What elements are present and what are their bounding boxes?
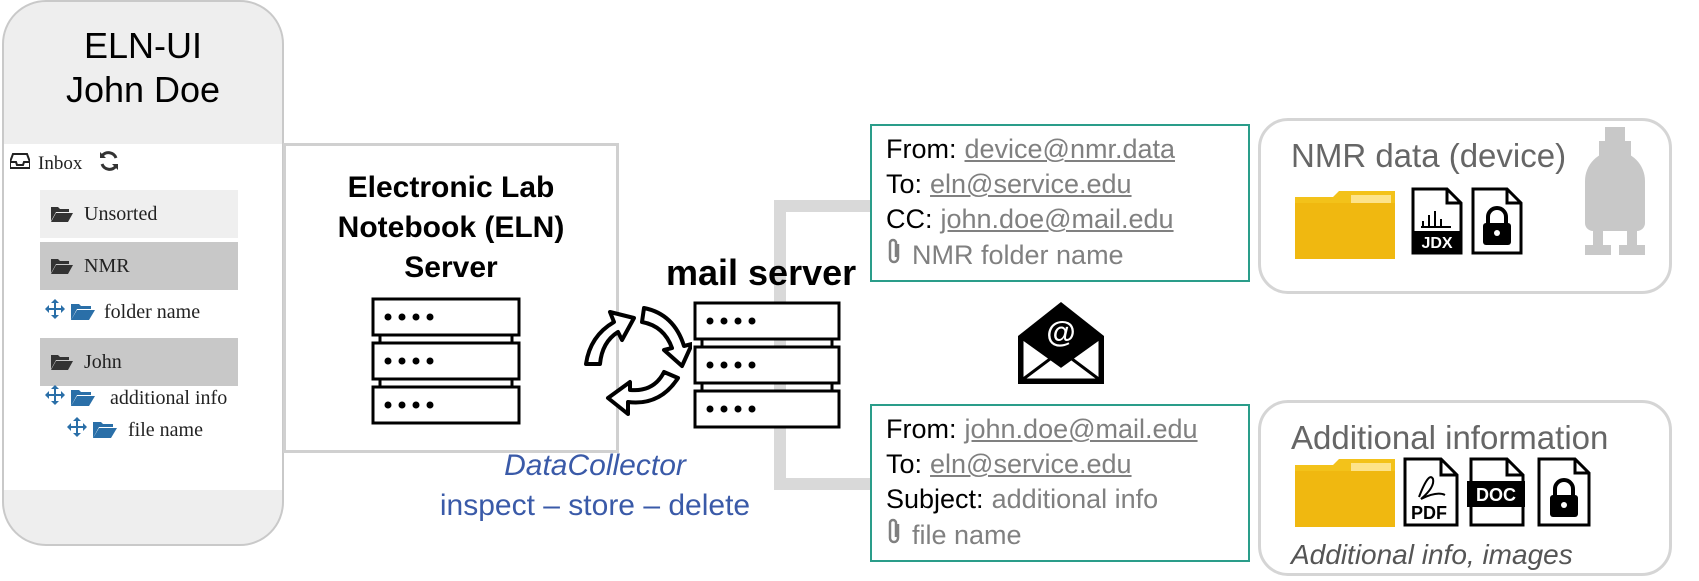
mail-server-label: mail server — [666, 252, 857, 293]
eln-server-rack-icon — [371, 297, 521, 425]
open-folder-icon — [70, 388, 96, 408]
sync-arrows-icon — [584, 306, 692, 416]
tree-item-file-name[interactable]: file name — [66, 416, 203, 444]
eln-ui-screen: Inbox Unsorted NMR folder name — [4, 144, 282, 490]
email-nmr-box: From: device@nmr.data To: eln@service.ed… — [870, 124, 1250, 282]
tree-item-folder-name[interactable]: folder name — [44, 298, 200, 326]
refresh-icon[interactable] — [98, 150, 120, 178]
envelope-at-icon: @ — [1018, 302, 1104, 384]
folder-label-unsorted: Unsorted — [84, 202, 158, 225]
eln-ui-title: ELN-UI John Doe — [4, 24, 282, 112]
folder-icon — [1295, 191, 1395, 259]
email-from-address[interactable]: john.doe@mail.edu — [964, 414, 1198, 444]
locked-file-icon — [1471, 187, 1523, 255]
pdf-badge-text: PDF — [1411, 503, 1447, 523]
inbox-tray-icon — [9, 153, 31, 175]
eln-ui-title-user: John Doe — [65, 69, 221, 110]
folder-label-john: John — [84, 350, 122, 373]
email-attachment-row: file name — [886, 517, 1234, 554]
tree-item-label: folder name — [104, 300, 201, 323]
data-collector-actions: inspect – store – delete — [439, 489, 751, 522]
jdx-file-icon: JDX — [1411, 187, 1463, 255]
open-folder-icon — [70, 302, 96, 322]
eln-ui-phone-panel: ELN-UI John Doe Inbox Unsorted NMR — [2, 0, 284, 546]
move-arrows-icon[interactable] — [44, 298, 66, 326]
locked-file-icon — [1537, 457, 1591, 527]
jdx-badge-text: JDX — [1421, 235, 1452, 252]
email-subject-label: Subject: — [886, 484, 984, 514]
data-collector-label: DataCollector inspect – store – delete — [400, 446, 790, 526]
email-from-row: From: john.doe@mail.edu — [886, 412, 1234, 447]
folder-button-nmr[interactable]: NMR — [40, 242, 238, 290]
email-attachment-name: file name — [912, 520, 1022, 550]
folder-button-unsorted[interactable]: Unsorted — [40, 190, 238, 238]
folder-button-john[interactable]: John — [40, 338, 238, 386]
email-cc-address[interactable]: john.doe@mail.edu — [940, 204, 1174, 234]
email-additional-box: From: john.doe@mail.edu To: eln@service.… — [870, 404, 1250, 562]
email-to-address[interactable]: eln@service.edu — [930, 169, 1132, 199]
inbox-label: Inbox — [38, 153, 83, 174]
open-folder-icon — [50, 353, 74, 371]
email-to-label: To: — [886, 449, 923, 479]
additional-information-title: Additional information — [1291, 419, 1609, 456]
tree-item-label: additional info — [110, 386, 228, 409]
email-from-address[interactable]: device@nmr.data — [964, 134, 1176, 164]
email-from-row: From: device@nmr.data — [886, 132, 1234, 167]
plug-icon — [1585, 127, 1645, 255]
nmr-data-panel-title: NMR data (device) — [1291, 137, 1567, 174]
email-cc-row: CC: john.doe@mail.edu — [886, 202, 1234, 237]
email-from-label: From: — [886, 414, 957, 444]
eln-ui-title-line1: ELN-UI — [83, 25, 203, 66]
email-attachment-name: NMR folder name — [912, 240, 1124, 270]
paperclip-icon — [886, 517, 904, 554]
inbox-row[interactable]: Inbox — [9, 150, 120, 178]
open-folder-icon — [50, 205, 74, 223]
tree-item-additional-info[interactable]: additional info — [44, 384, 227, 412]
move-arrows-icon[interactable] — [44, 384, 66, 412]
folder-label-nmr: NMR — [84, 254, 130, 277]
open-folder-icon — [50, 257, 74, 275]
doc-file-icon: DOC — [1467, 457, 1525, 527]
data-collector-name: DataCollector — [504, 449, 686, 482]
email-subject-value: additional info — [991, 484, 1159, 514]
nmr-data-panel: NMR data (device) JDX — [1258, 118, 1672, 294]
eln-server-title-line2: Notebook (ELN) — [337, 211, 565, 244]
email-connector-lines — [774, 200, 870, 490]
tree-item-label: file name — [128, 418, 203, 441]
eln-server-title-line3: Server — [404, 251, 498, 284]
email-to-row: To: eln@service.edu — [886, 447, 1234, 482]
additional-information-panel: Additional information PDF DOC Additiona… — [1258, 400, 1672, 576]
email-to-row: To: eln@service.edu — [886, 167, 1234, 202]
email-from-label: From: — [886, 134, 957, 164]
email-to-label: To: — [886, 169, 923, 199]
additional-information-caption: Additional info, images — [1291, 539, 1573, 570]
email-cc-label: CC: — [886, 204, 933, 234]
eln-server-title: Electronic Lab Notebook (ELN) Server — [286, 168, 616, 288]
doc-badge-text: DOC — [1476, 485, 1516, 505]
svg-text:@: @ — [1046, 316, 1075, 349]
email-subject-row: Subject: additional info — [886, 482, 1234, 517]
eln-server-title-line1: Electronic Lab — [347, 171, 555, 204]
mail-server-rack-icon — [693, 301, 841, 429]
email-to-address[interactable]: eln@service.edu — [930, 449, 1132, 479]
move-arrows-icon[interactable] — [66, 416, 88, 444]
open-folder-icon — [92, 420, 118, 440]
pdf-file-icon: PDF — [1403, 457, 1459, 527]
paperclip-icon — [886, 237, 904, 274]
folder-icon — [1295, 459, 1395, 527]
email-attachment-row: NMR folder name — [886, 237, 1234, 274]
